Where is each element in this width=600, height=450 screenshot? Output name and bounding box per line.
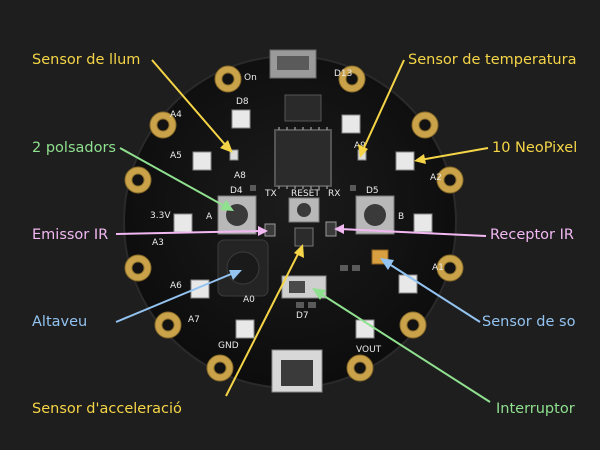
a7-label: A7 [188,315,200,325]
a4-label: A4 [170,110,182,120]
buttons-label: 2 polsadors [32,140,116,156]
gnd-label: GND [218,341,239,351]
a1-label: A1 [432,263,444,273]
ir-emitter-label: Emissor IR [32,227,109,243]
a8-label: A8 [234,171,246,181]
light-sensor-label: Sensor de llum [32,52,141,68]
button-a-label: A [206,212,213,222]
ir-emitter-led [264,223,276,237]
microcontroller-chip [274,129,332,187]
reset-button [288,197,320,223]
on-label: On [244,73,257,83]
d8-label: D8 [236,97,249,107]
light-sensor-part [229,149,239,161]
reset-label: RESET [291,189,320,199]
a0-label: A0 [243,295,255,305]
accelerometer-chip [294,227,314,247]
button-b [355,195,395,235]
neopixel-label: 10 NeoPixel [492,140,578,156]
accelerometer-label: Sensor d'acceleració [32,401,182,417]
sound-sensor-label: Sensor de so [482,314,576,330]
button-a [217,195,257,235]
d13-label: D13 [334,69,352,79]
ir-receiver-label: Receptor IR [490,227,574,243]
tx-label: TX [264,189,277,199]
rx-label: RX [328,189,340,199]
switch-label: Interruptor [496,401,575,417]
speaker-label: Altaveu [32,314,88,330]
annotation-arrows [115,59,491,403]
a5-label: A5 [170,151,182,161]
d4-label: D4 [230,186,243,196]
edge-pads [124,50,464,382]
d5-label: D5 [366,186,379,196]
a2-label: A2 [430,173,442,183]
a6-label: A6 [170,281,182,291]
temperature-sensor-label: Sensor de temperatura [408,52,577,68]
v33-label: 3.3V [150,211,171,221]
button-b-label: B [398,212,404,222]
a3-label: A3 [152,238,164,248]
d7-label: D7 [296,311,309,321]
vout-label: VOUT [356,345,382,355]
